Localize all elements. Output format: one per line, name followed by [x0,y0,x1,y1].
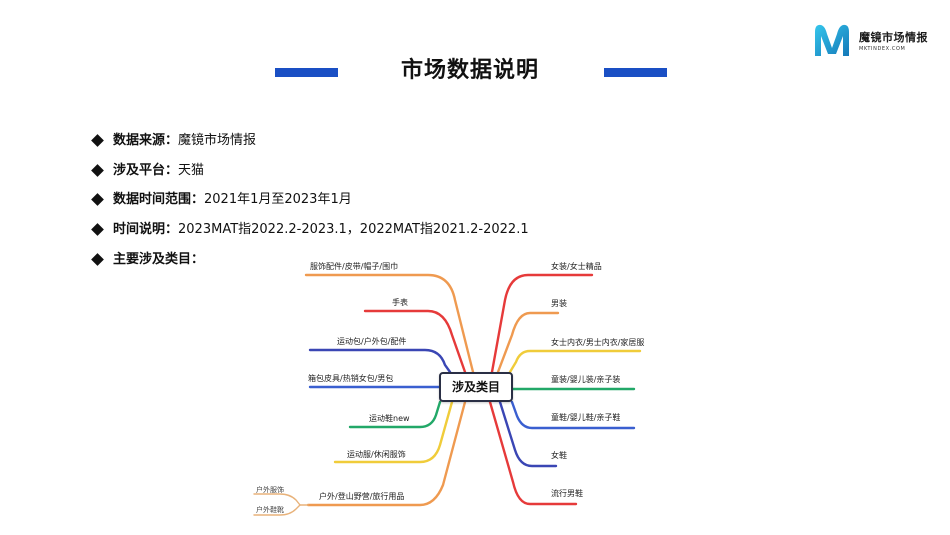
branch-label-watches: 手表 [392,298,408,307]
sub-branch-label-outdoor-footwear: 户外鞋靴 [256,506,284,514]
diamond-bullet-icon [91,192,104,206]
item-value: 天猫 [178,163,205,178]
branch-label-sportswear: 运动服/休闲服饰 [347,450,406,459]
branch-label-luggage: 箱包皮具/热销女包/男包 [308,374,394,383]
logo-m-icon [815,24,849,56]
branch-label-mens-shoes: 流行男鞋 [551,489,583,498]
diamond-bullet-icon [91,222,104,236]
branch-label-sports-bags: 运动包/户外包/配件 [337,337,407,346]
list-item-categories: 主要涉及类目： [91,250,204,270]
branch-label-menswear: 男装 [551,299,567,308]
branch-label-womenswear: 女装/女士精品 [551,262,602,271]
item-label: 主要涉及类目： [113,252,205,267]
title-decor-bar-left [275,68,338,77]
title-decor-bar-right [604,68,667,77]
list-item-time-range: 数据时间范围：2021年1月至2023年1月 [91,190,352,210]
list-item-time-note: 时间说明：2023MAT指2022.2-2023.1，2022MAT指2021.… [91,220,529,240]
item-label: 数据来源： [113,133,179,148]
brand-logo: 魔镜市场情报 MKTINDEX.COM [812,22,932,60]
branch-label-kidswear: 童装/婴儿装/亲子装 [551,375,621,384]
logo-url: MKTINDEX.COM [859,46,906,52]
item-label: 涉及平台： [113,163,179,178]
branch-label-sports-shoes: 运动鞋new [369,414,410,423]
branch-label-outdoor: 户外/登山野营/旅行用品 [319,492,405,501]
branch-label-kids-shoes: 童鞋/婴儿鞋/亲子鞋 [551,413,621,422]
branch-label-womens-shoes: 女鞋 [551,451,567,460]
branch-label-accessories: 服饰配件/皮带/帽子/围巾 [310,262,399,271]
item-value: 2021年1月至2023年1月 [204,192,352,207]
item-label: 数据时间范围： [113,192,205,207]
mind-map-branches [253,273,642,516]
category-mind-map: 涉及类目 服饰配件/皮带/帽子/围巾 手表 运动包/户外包/配件 箱包皮具/热销… [240,250,680,535]
logo-name: 魔镜市场情报 [859,31,928,44]
item-label: 时间说明： [113,222,179,237]
item-value: 2023MAT指2022.2-2023.1，2022MAT指2021.2-202… [178,222,529,237]
branch-label-underwear: 女士内衣/男士内衣/家居服 [551,338,645,347]
mind-map-center-node: 涉及类目 [439,372,513,402]
item-value: 魔镜市场情报 [178,133,257,148]
list-item-data-source: 数据来源：魔镜市场情报 [91,131,256,151]
diamond-bullet-icon [91,133,104,147]
sub-branch-label-outdoor-apparel: 户外服饰 [256,486,284,494]
list-item-platform: 涉及平台：天猫 [91,161,204,181]
page-title: 市场数据说明 [400,58,539,83]
diamond-bullet-icon [91,163,104,177]
diamond-bullet-icon [91,252,104,266]
